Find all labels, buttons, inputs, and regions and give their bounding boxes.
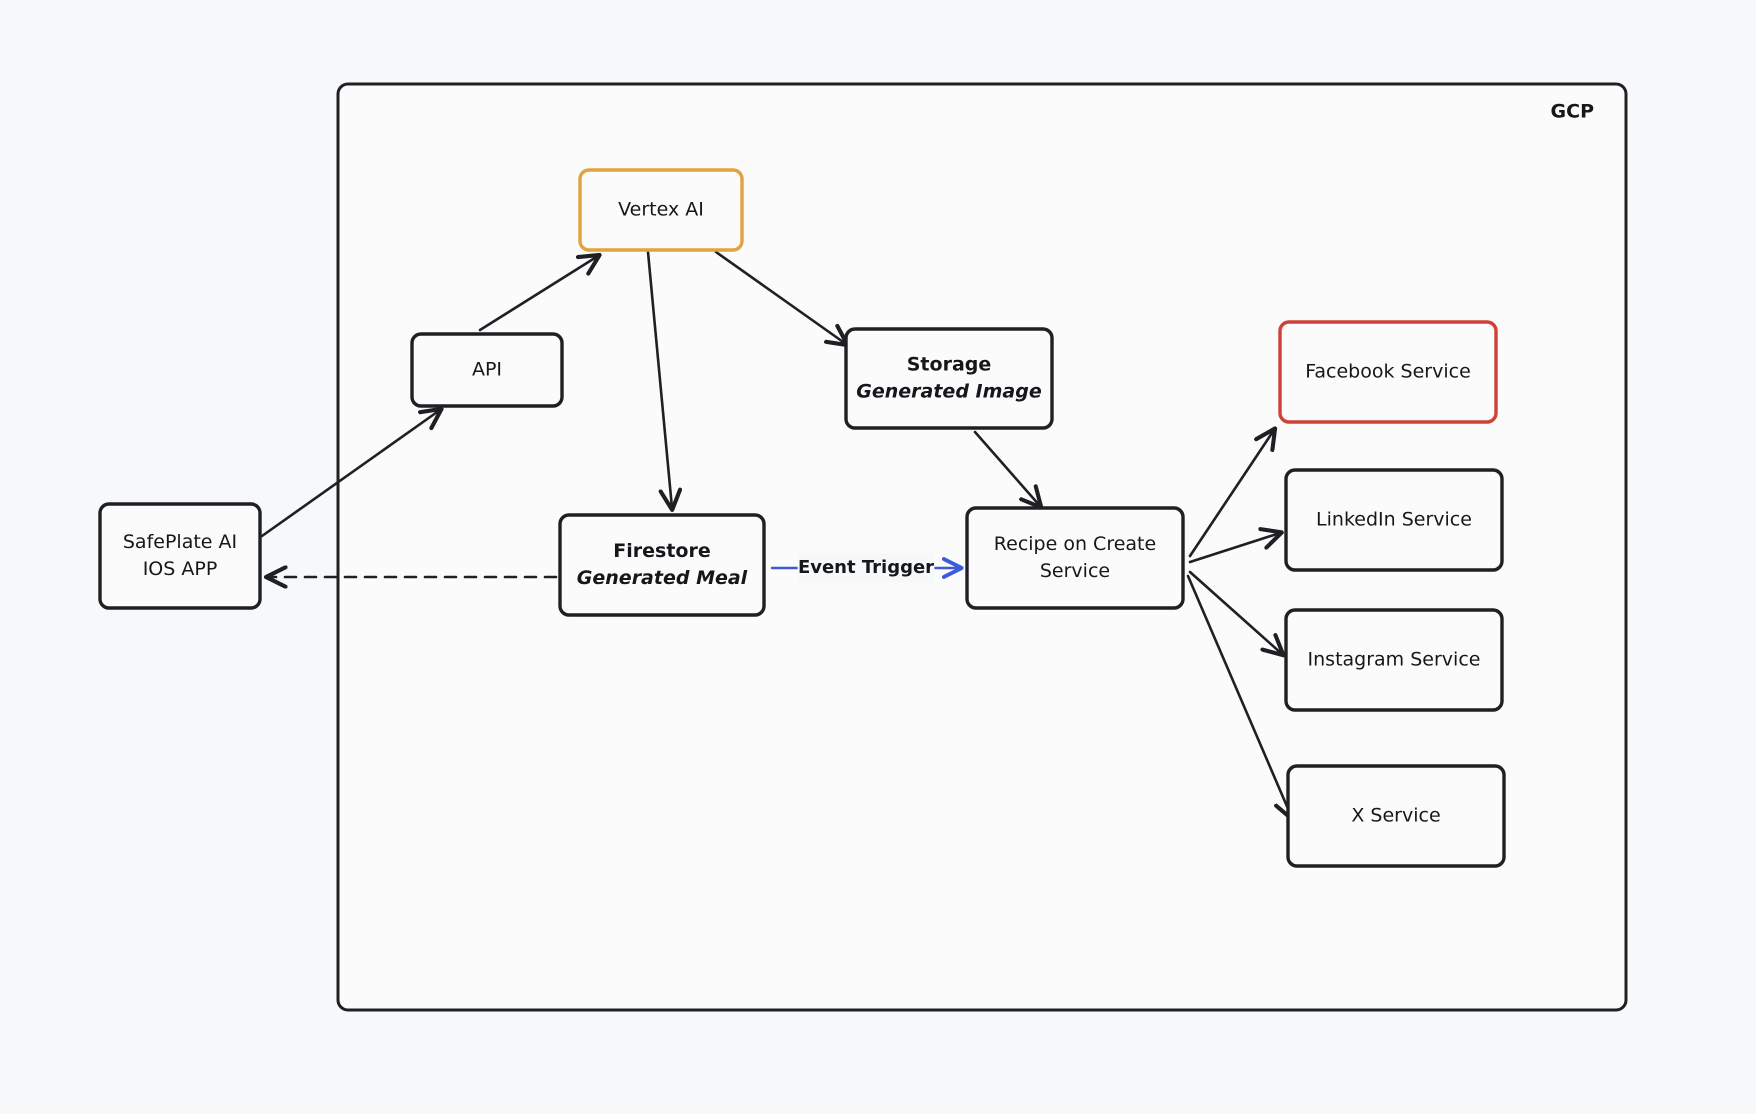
edge-api-to-vertex <box>478 256 598 332</box>
node-label-safeplate-app-line1: IOS APP <box>143 558 218 580</box>
edge-recipe-to-facebook <box>1188 430 1274 558</box>
node-label-vertex-ai-line0: Vertex AI <box>618 199 704 221</box>
node-box-storage[interactable] <box>844 327 1054 430</box>
node-facebook-service[interactable]: Facebook Service <box>1278 320 1498 424</box>
node-box-x-service[interactable] <box>1286 764 1506 868</box>
node-box-linkedin-service[interactable] <box>1284 468 1504 572</box>
node-label-firestore-line1: Generated Meal <box>577 567 748 589</box>
node-label-recipe-on-create-service-line0: Recipe on Create <box>994 533 1156 555</box>
edge-app-to-api <box>260 410 440 538</box>
node-box-firestore[interactable] <box>558 513 766 617</box>
node-box-safeplate-app[interactable] <box>98 502 262 610</box>
node-api[interactable]: API <box>410 332 564 408</box>
edge-labels-layer: Event Trigger <box>797 553 935 583</box>
node-box-facebook-service[interactable] <box>1278 320 1498 424</box>
node-box-vertex-ai[interactable] <box>578 168 744 252</box>
node-label-firestore-line0: Firestore <box>613 540 710 562</box>
nodes-layer: SafePlate AI IOS APP API Vertex AI StorageGe… <box>98 168 1506 868</box>
node-instagram-service[interactable]: Instagram Service <box>1284 608 1504 712</box>
node-box-recipe-on-create-service[interactable] <box>965 506 1185 610</box>
node-label-x-service-line0: X Service <box>1351 805 1440 827</box>
node-x-service[interactable]: X Service <box>1286 764 1506 868</box>
edge-vertex-to-firestore <box>646 250 672 508</box>
node-label-facebook-service-line0: Facebook Service <box>1305 361 1471 383</box>
edge-recipe-to-instagram <box>1188 570 1282 654</box>
node-vertex-ai[interactable]: Vertex AI <box>578 168 744 252</box>
node-label-api-line0: API <box>472 359 502 381</box>
node-label-storage-line1: Generated Image <box>856 381 1042 403</box>
group-label-gcp: GCP <box>1551 101 1595 123</box>
node-linkedin-service[interactable]: LinkedIn Service <box>1284 468 1504 572</box>
edge-recipe-to-linkedin <box>1188 533 1280 564</box>
node-box-api[interactable] <box>410 332 564 408</box>
node-box-instagram-service[interactable] <box>1284 608 1504 712</box>
edge-recipe-to-x <box>1186 574 1292 818</box>
edge-label-bg-firestore-to-recipe <box>797 553 935 583</box>
node-label-storage-line0: Storage <box>907 354 992 376</box>
node-safeplate-app[interactable]: SafePlate AI IOS APP <box>98 502 262 610</box>
node-label-safeplate-app-line0: SafePlate AI <box>123 531 237 553</box>
edge-storage-to-recipe <box>973 430 1040 506</box>
edge-label-firestore-to-recipe: Event Trigger <box>798 557 934 578</box>
edge-vertex-to-storage <box>714 250 846 344</box>
node-label-linkedin-service-line0: LinkedIn Service <box>1316 509 1472 531</box>
node-label-recipe-on-create-service-line1: Service <box>1040 560 1110 582</box>
node-label-instagram-service-line0: Instagram Service <box>1308 649 1481 671</box>
